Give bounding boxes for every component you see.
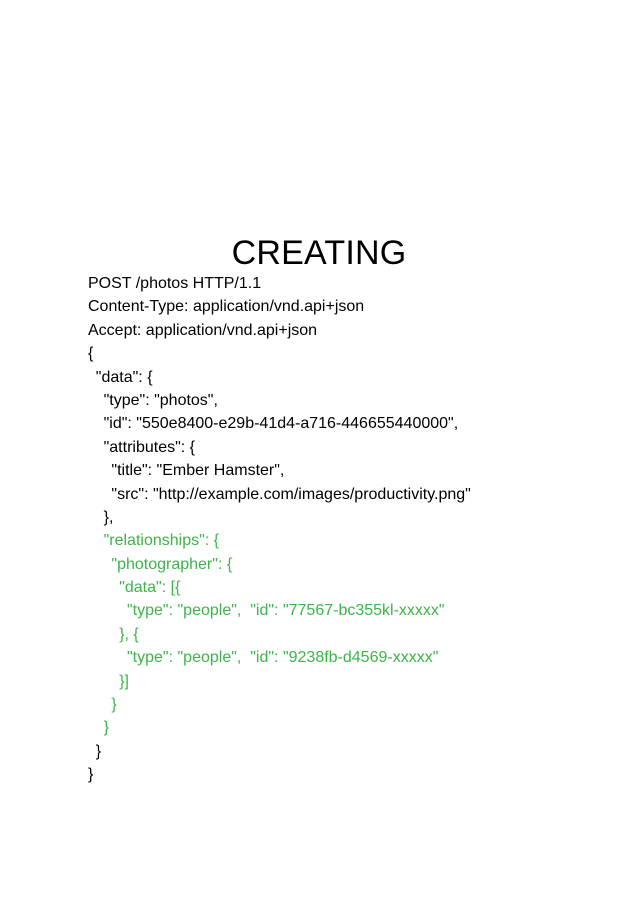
code-line: Accept: application/vnd.api+json xyxy=(88,321,318,339)
code-line: POST /photos HTTP/1.1 xyxy=(88,275,262,292)
code-line: } xyxy=(95,742,102,760)
code-line: } xyxy=(111,696,117,714)
code-line: "type": "people", "id": "77567-bc355kl-x… xyxy=(127,602,445,620)
code-line: } xyxy=(103,719,109,737)
code-line: }, xyxy=(103,508,114,526)
code-line: "relationships": { xyxy=(103,532,220,550)
code-line: "id": "550e8400-e29b-41d4-a716-446655440… xyxy=(103,415,459,433)
code-line: "data": { xyxy=(95,368,153,386)
code-line: "title": "Ember Hamster", xyxy=(111,462,285,480)
code-line: }, { xyxy=(119,625,139,643)
page-title: CREATING xyxy=(231,234,407,272)
code-line: "type": "photos", xyxy=(103,391,218,409)
code-line: "src": "http://example.com/images/produc… xyxy=(111,485,471,503)
code-line: }] xyxy=(119,672,129,690)
code-line: Content-Type: application/vnd.api+json xyxy=(88,298,365,316)
code-line: "type": "people", "id": "9238fb-d4569-xx… xyxy=(127,649,439,667)
code-line: "data": [{ xyxy=(119,579,181,597)
code-line: "photographer": { xyxy=(111,555,233,573)
code-line: } xyxy=(88,766,94,784)
code-line: "attributes": { xyxy=(103,438,195,456)
code-line: { xyxy=(88,345,94,363)
